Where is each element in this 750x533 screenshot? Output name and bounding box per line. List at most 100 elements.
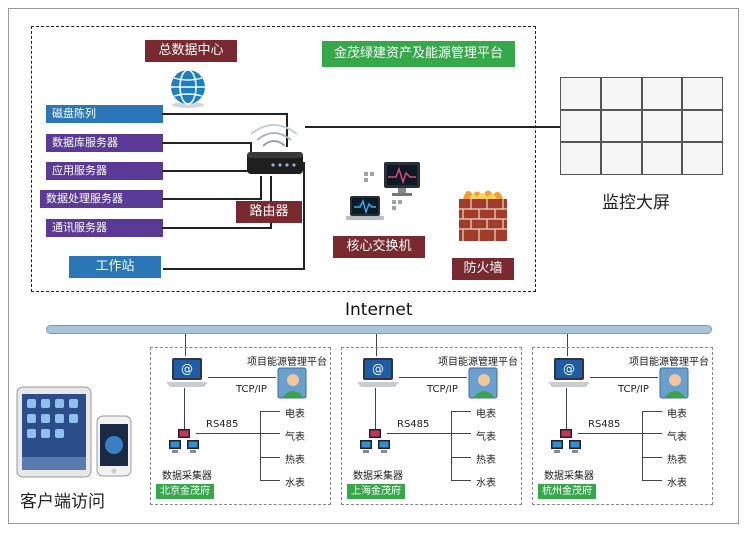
link-line: [451, 411, 471, 412]
meter-gas: 气表: [667, 432, 687, 443]
router-icon: [247, 124, 303, 174]
server-database: 数据库服务器: [46, 134, 163, 152]
bus-drop-line: [567, 334, 568, 356]
rs485-label: RS485: [397, 419, 430, 430]
link-line: [451, 411, 452, 481]
collector-label: 数据采集器: [162, 471, 212, 482]
link-line: [163, 268, 305, 270]
link-line: [566, 388, 567, 432]
link-line: [196, 433, 260, 434]
svg-text:@: @: [563, 362, 575, 376]
rs485-label: RS485: [206, 419, 239, 430]
meter-electric: 电表: [285, 409, 305, 420]
link-line: [260, 411, 261, 481]
bus-drop-line: [185, 334, 186, 356]
client-access-label: 客户端访问: [20, 492, 105, 512]
svg-text:@: @: [372, 362, 384, 376]
tcp-ip-label: TCP/IP: [427, 384, 458, 395]
server-application: 应用服务器: [46, 162, 163, 180]
phone-icon: [96, 415, 132, 477]
collector-icon: [360, 429, 390, 453]
site-platform-label: 项目能源管理平台: [629, 357, 709, 368]
meter-heat: 热表: [667, 455, 687, 466]
link-line: [642, 411, 643, 481]
site-name-tag: 北京金茂府: [156, 484, 214, 499]
link-line: [451, 480, 471, 481]
computer-icon: [468, 367, 498, 399]
link-line: [162, 227, 272, 229]
meter-water: 水表: [667, 478, 687, 489]
firewall-icon: [459, 190, 507, 241]
link-line: [162, 198, 262, 200]
link-line: [260, 176, 262, 200]
laptop-icon: @: [548, 358, 590, 387]
site-box: [532, 347, 713, 505]
computer-icon: [659, 367, 689, 399]
link-line: [184, 388, 185, 432]
meter-electric: 电表: [667, 409, 687, 420]
site-box: [150, 347, 331, 505]
site-box: [341, 347, 522, 505]
site-platform-label: 项目能源管理平台: [438, 357, 518, 368]
bus-drop-line: [376, 334, 377, 356]
link-line: [305, 126, 560, 128]
person-icon: [478, 374, 490, 386]
globe-icon: [171, 69, 205, 108]
core-switch-label: 核心交换机: [333, 236, 425, 258]
site-name-tag: 杭州金茂府: [538, 484, 596, 499]
link-line: [162, 142, 252, 144]
computer-icon: [277, 367, 307, 399]
person-icon: [287, 374, 299, 386]
server-communication: 通讯服务器: [46, 219, 163, 237]
meter-gas: 气表: [285, 432, 305, 443]
link-line: [208, 377, 276, 378]
link-line: [260, 480, 280, 481]
link-line: [375, 388, 376, 432]
router-label: 路由器: [236, 201, 302, 223]
firewall-label: 防火墙: [452, 258, 514, 280]
link-line: [451, 457, 471, 458]
meter-water: 水表: [476, 478, 496, 489]
person-icon: [669, 374, 681, 386]
meter-water: 水表: [285, 478, 305, 489]
tcp-ip-label: TCP/IP: [236, 384, 267, 395]
server-disk-array: 磁盘陈列: [46, 105, 163, 123]
link-line: [387, 433, 451, 434]
laptop-icon: @: [166, 358, 208, 387]
link-line: [399, 377, 467, 378]
link-line: [162, 170, 248, 172]
server-data-processing: 数据处理服务器: [40, 190, 163, 208]
tcp-ip-label: TCP/IP: [618, 384, 649, 395]
link-line: [260, 457, 280, 458]
link-line: [642, 411, 662, 412]
collector-icon: [551, 429, 581, 453]
outer-frame: [8, 8, 739, 524]
link-line: [260, 411, 280, 412]
collector-label: 数据采集器: [544, 471, 594, 482]
link-line: [451, 433, 471, 434]
meter-heat: 热表: [476, 455, 496, 466]
meter-gas: 气表: [476, 432, 496, 443]
link-line: [286, 113, 288, 147]
data-center-area: [31, 26, 536, 292]
workstation-label: 工作站: [69, 256, 161, 278]
collector-label: 数据采集器: [353, 471, 403, 482]
svg-text:@: @: [181, 362, 193, 376]
monitor-icon: [346, 162, 420, 220]
meter-electric: 电表: [476, 409, 496, 420]
link-line: [590, 377, 658, 378]
meter-heat: 热表: [285, 455, 305, 466]
link-line: [642, 480, 662, 481]
link-line: [303, 162, 305, 270]
monitor-wall-label: 监控大屏: [602, 193, 670, 213]
laptop-icon: @: [357, 358, 399, 387]
data-center-title: 总数据中心: [145, 40, 237, 62]
rs485-label: RS485: [588, 419, 621, 430]
platform-title: 金茂绿建资产及能源管理平台: [322, 41, 515, 67]
link-line: [642, 433, 662, 434]
link-line: [578, 433, 642, 434]
monitor-wall: [560, 77, 723, 175]
link-line: [642, 457, 662, 458]
link-line: [260, 433, 280, 434]
collector-icon: [169, 429, 199, 453]
